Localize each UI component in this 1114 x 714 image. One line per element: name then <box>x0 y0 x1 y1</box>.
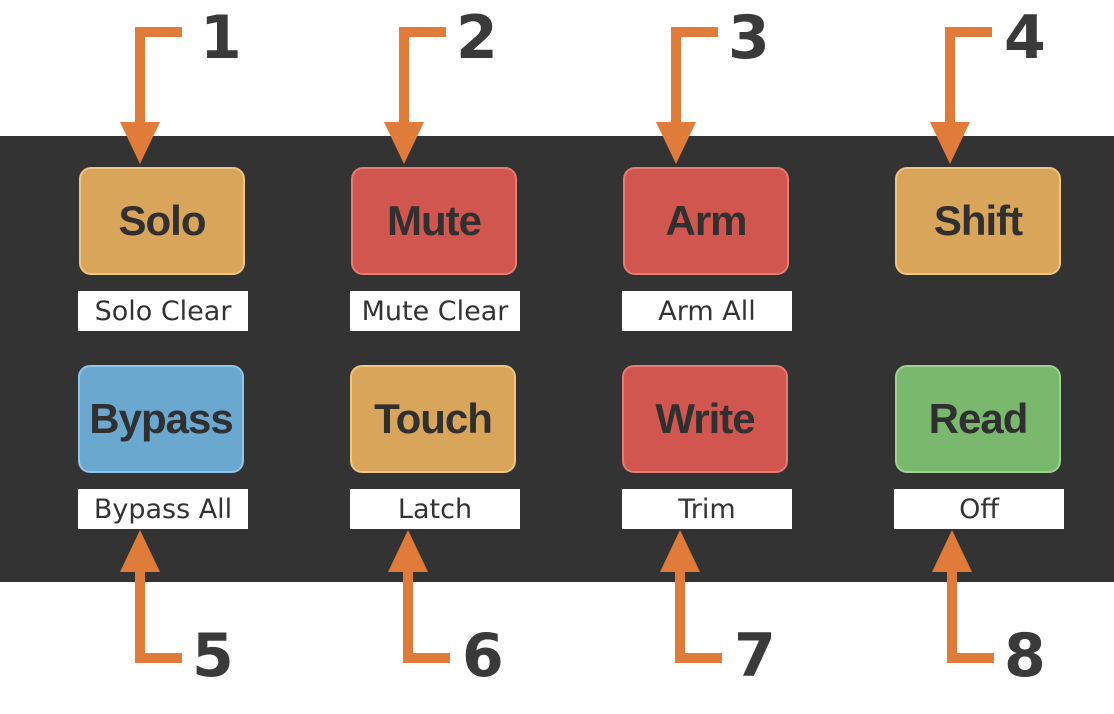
callout-arrow-7 <box>675 570 722 663</box>
callout-arrow-6 <box>403 570 450 663</box>
callout-number-8: 8 <box>1004 621 1046 691</box>
arrowhead-5 <box>120 530 160 572</box>
callout-number-1: 1 <box>200 3 242 73</box>
touch-button[interactable]: Touch <box>350 365 516 473</box>
solo-clear-label: Solo Clear <box>78 291 248 331</box>
arrowhead-7 <box>660 530 700 572</box>
callout-number-7: 7 <box>734 621 776 691</box>
arrowhead-3 <box>656 122 696 164</box>
solo-button[interactable]: Solo <box>79 167 245 275</box>
trim-label: Trim <box>622 489 792 529</box>
read-button[interactable]: Read <box>895 365 1061 473</box>
callout-arrow-1 <box>135 27 182 124</box>
callout-number-3: 3 <box>728 3 770 73</box>
callout-number-6: 6 <box>462 621 504 691</box>
mute-button[interactable]: Mute <box>351 167 517 275</box>
mute-clear-label: Mute Clear <box>350 291 520 331</box>
callout-arrow-2 <box>399 27 446 124</box>
arrowhead-4 <box>930 122 970 164</box>
callout-arrow-4 <box>945 27 992 124</box>
callout-arrow-3 <box>671 27 718 124</box>
arm-button[interactable]: Arm <box>623 167 789 275</box>
shift-button[interactable]: Shift <box>895 167 1061 275</box>
arrowhead-1 <box>120 122 160 164</box>
arm-all-label: Arm All <box>622 291 792 331</box>
callout-arrow-5 <box>135 570 182 663</box>
arrowhead-8 <box>932 530 972 572</box>
arrowhead-6 <box>388 530 428 572</box>
latch-label: Latch <box>350 489 520 529</box>
off-label: Off <box>894 489 1064 529</box>
callout-number-2: 2 <box>456 3 498 73</box>
bypass-all-label: Bypass All <box>78 489 248 529</box>
bypass-button[interactable]: Bypass <box>78 365 244 473</box>
callout-number-4: 4 <box>1004 3 1046 73</box>
callout-arrow-8 <box>947 570 994 663</box>
arrowhead-2 <box>384 122 424 164</box>
callout-number-5: 5 <box>192 621 234 691</box>
write-button[interactable]: Write <box>622 365 788 473</box>
